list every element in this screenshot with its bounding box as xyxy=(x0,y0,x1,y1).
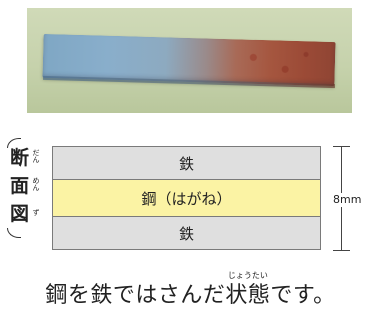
bracket-top xyxy=(7,138,21,148)
dimension-tick-bottom xyxy=(333,250,350,251)
kanji-men: 面 xyxy=(10,175,30,197)
kanji-zu: 図 xyxy=(10,203,30,225)
kanji-dan: 断 xyxy=(10,147,30,169)
layer-steel: 鋼（はがね） xyxy=(52,179,321,216)
bracket-bottom xyxy=(7,228,21,238)
caption-ruby-word: じょうたい状態 xyxy=(225,272,271,310)
caption-ruby-base: 状態 xyxy=(225,283,271,308)
ruby-zu: ず xyxy=(32,209,40,217)
caption-ruby-reading: じょうたい xyxy=(227,271,268,280)
caption-before: 鋼を鉄ではさんだ xyxy=(45,283,226,308)
dimension-label: 8mm xyxy=(333,193,362,207)
caption-after: です。 xyxy=(270,283,336,308)
cross-section-label: 断 だん 面 めん 図 ず xyxy=(4,138,40,238)
ruby-men: めん xyxy=(32,177,40,192)
layer-iron-top: 鉄 xyxy=(52,146,321,179)
ruby-dan: だん xyxy=(32,149,40,164)
steel-strip-photo xyxy=(27,8,352,113)
caption: 鋼を鉄ではさんだじょうたい状態です。 xyxy=(0,272,381,310)
layer-iron-bottom: 鉄 xyxy=(52,216,321,250)
